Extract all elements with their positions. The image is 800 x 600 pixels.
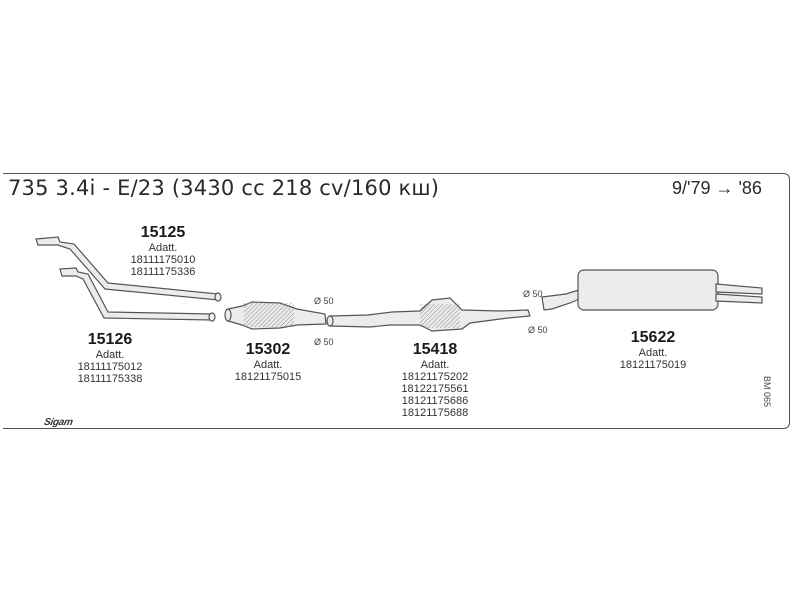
part-label: Adatt. (253, 359, 283, 371)
part-ref: 18111175010 (130, 254, 196, 266)
rear-pipe (541, 288, 583, 311)
tailpipe-bottom (715, 293, 763, 304)
part-ref: 18121175202 (401, 371, 469, 383)
diagram-frame (3, 173, 790, 429)
part-label: Adatt. (148, 242, 178, 254)
part-15418: 15418 Adatt. 18121175202 18122175561 181… (390, 341, 480, 419)
part-15302: 15302 Adatt. 18121175015 (223, 341, 313, 383)
part-ref: 18111175012 (77, 361, 143, 373)
part-label: Adatt. (420, 359, 450, 371)
part-ref: 18121175686 (401, 395, 469, 407)
part-number: 15418 (412, 341, 458, 358)
part-label: Adatt. (95, 349, 125, 361)
part-label: Adatt. (638, 347, 668, 359)
tailpipe-top (715, 283, 763, 295)
part-ref: 18121175019 (619, 359, 687, 371)
front-pipe-lower-flange (208, 312, 216, 322)
diameter-label: Ø 50 (528, 325, 548, 335)
part-number: 15126 (87, 331, 133, 348)
front-pipe-upper-flange (214, 292, 222, 302)
diameter-label: Ø 50 (314, 296, 334, 306)
diameter-label: Ø 50 (314, 337, 334, 347)
part-15126: 15126 Adatt. 18111175012 18111175338 (65, 331, 155, 385)
part-ref: 18121175015 (234, 371, 302, 383)
brand-logo: Sigam (42, 417, 74, 428)
catalog-code: BM 065 (762, 376, 772, 408)
part-number: 15622 (630, 329, 676, 346)
part-ref: 18121175688 (401, 407, 469, 419)
part-ref: 18111175336 (130, 266, 196, 278)
part-ref: 18111175338 (77, 373, 143, 385)
part-ref: 18122175561 (401, 383, 469, 395)
year-range: 9/'79 → '86 (672, 178, 762, 198)
part-number: 15125 (140, 224, 186, 241)
part-number: 15302 (245, 341, 291, 358)
diameter-label: Ø 50 (523, 289, 543, 299)
part-15125: 15125 Adatt. 18111175010 18111175336 (118, 224, 208, 278)
vehicle-title: 735 3.4i - E/23 (3430 cc 218 cv/160 кш) (8, 176, 440, 200)
rear-muffler (577, 269, 719, 311)
part-15622: 15622 Adatt. 18121175019 (608, 329, 698, 371)
